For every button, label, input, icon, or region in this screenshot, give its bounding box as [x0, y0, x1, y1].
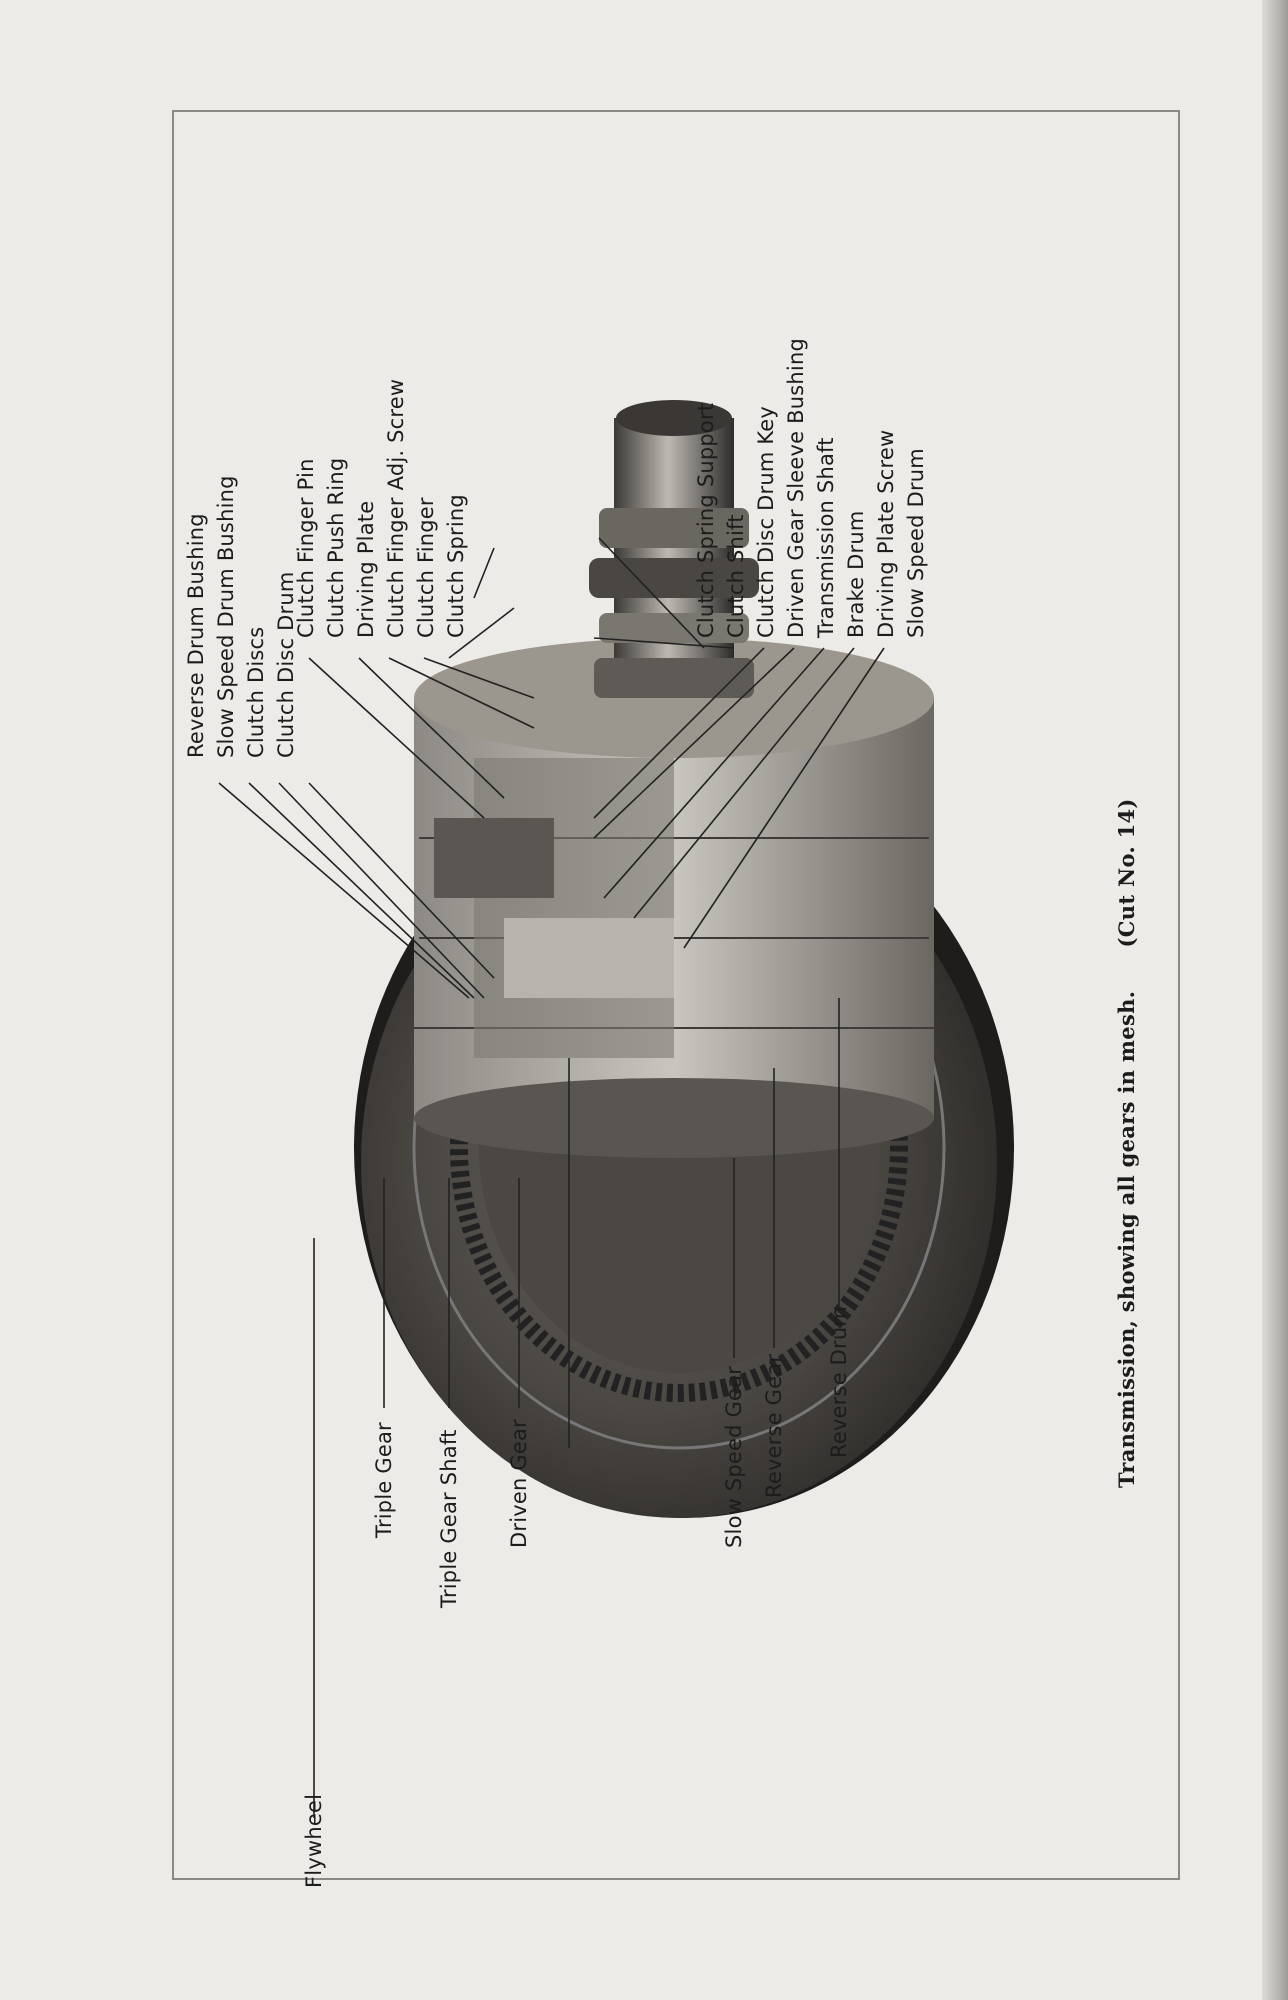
label-transmission-shaft: Transmission Shaft: [814, 437, 838, 638]
label-slow-speed-drum: Slow Speed Drum: [904, 448, 928, 638]
label-driven-gear: Driven Gear: [507, 1419, 531, 1548]
label-triple-gear-shaft: Triple Gear Shaft: [437, 1429, 461, 1608]
label-triple-gear: Triple Gear: [372, 1422, 396, 1538]
rotated-figure: Reverse Drum Bushing Slow Speed Drum Bus…: [174, 112, 1178, 1888]
label-brake-drum: Brake Drum: [844, 510, 868, 639]
figure-caption: Transmission, showing all gears in mesh.…: [1114, 798, 1139, 1488]
label-clutch-push-ring: Clutch Push Ring: [324, 457, 348, 638]
label-reverse-drum-bushing: Reverse Drum Bushing: [184, 513, 208, 758]
drum-body-shape: [414, 638, 934, 1158]
label-driving-plate: Driving Plate: [354, 500, 378, 638]
label-clutch-finger-adj-screw: Clutch Finger Adj. Screw: [384, 378, 408, 638]
shaft-spring-shape: [589, 400, 759, 698]
label-driving-plate-screw: Driving Plate Screw: [874, 429, 898, 638]
transmission-illustration: [354, 400, 1014, 1518]
label-slow-speed-gear: Slow Speed Gear: [722, 1365, 746, 1548]
label-clutch-discs: Clutch Discs: [244, 626, 268, 758]
label-clutch-finger: Clutch Finger: [414, 497, 438, 638]
label-reverse-gear: Reverse Gear: [762, 1353, 786, 1498]
label-clutch-spring-support: Clutch Spring Support: [694, 402, 718, 638]
label-clutch-shift: Clutch Shift: [724, 514, 748, 638]
label-reverse-drum: Reverse Drum: [827, 1305, 851, 1458]
caption-text: Transmission, showing all gears in mesh.: [1114, 990, 1139, 1488]
page-edge-shadow: [1262, 0, 1288, 2000]
label-flywheel: Flywheel: [302, 1793, 326, 1888]
label-clutch-disc-drum-key: Clutch Disc Drum Key: [754, 405, 778, 638]
label-driven-gear-sleeve-bushing: Driven Gear Sleeve Bushing: [784, 337, 808, 638]
leader-lines: [218, 537, 885, 1818]
label-slow-speed-drum-bushing: Slow Speed Drum Bushing: [214, 475, 238, 758]
label-clutch-finger-pin: Clutch Finger Pin: [294, 458, 318, 638]
caption-cut-number: (Cut No. 14): [1114, 798, 1139, 948]
label-clutch-spring: Clutch Spring: [444, 494, 468, 638]
figure-frame: Reverse Drum Bushing Slow Speed Drum Bus…: [172, 110, 1180, 1888]
